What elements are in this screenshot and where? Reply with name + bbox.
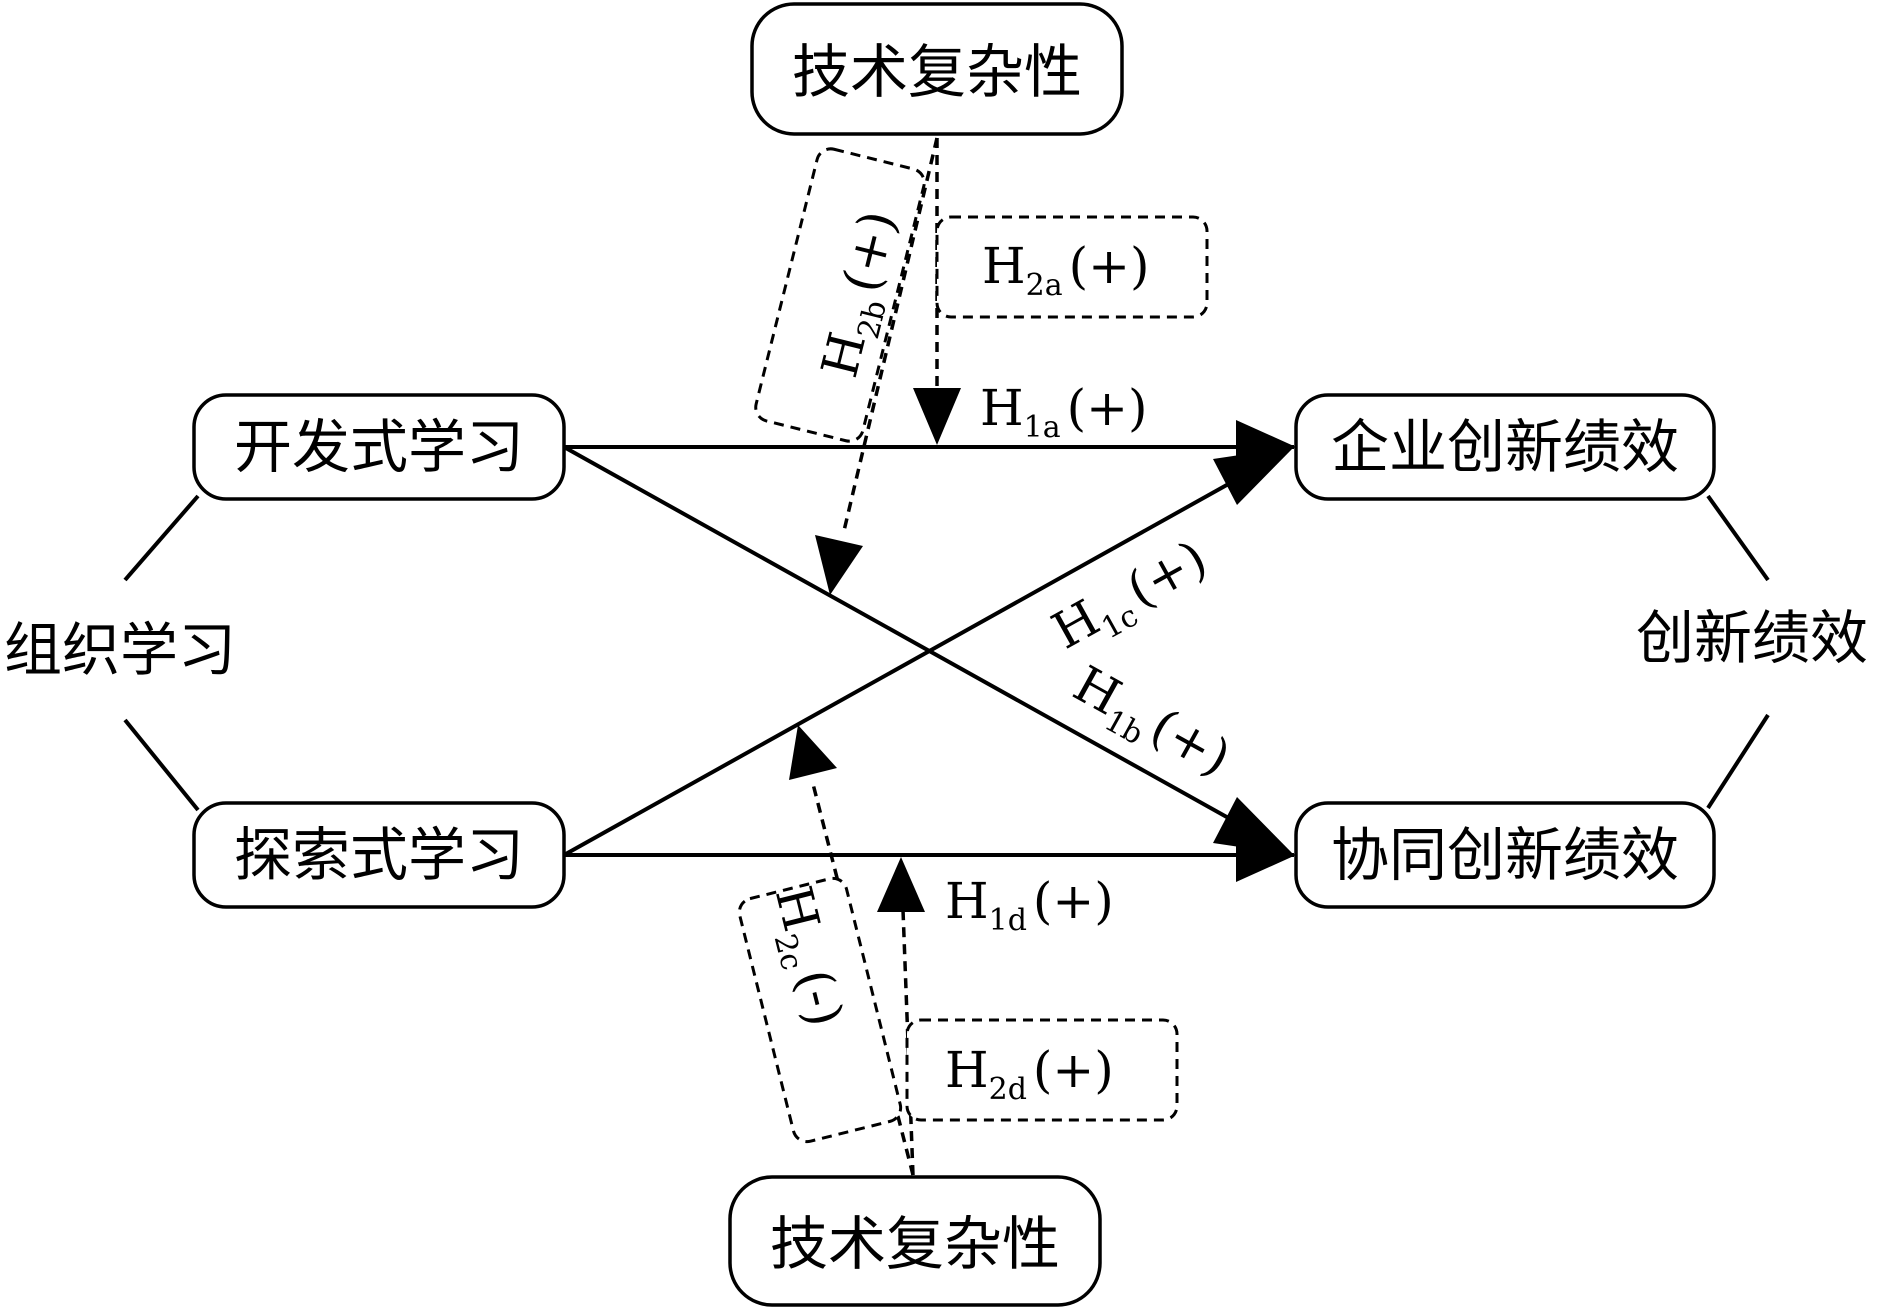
path-h1c-line	[563, 470, 1251, 857]
svg-text:H1a(+): H1a(+)	[980, 379, 1148, 445]
h2a-label: H2a(+)	[982, 237, 1150, 303]
path-h1d-arrowhead	[1236, 828, 1296, 882]
collab-innovation-perf-box	[1294, 801, 1716, 909]
exploratory-learning-box	[192, 801, 566, 909]
moderation-h2b-arrowhead	[815, 535, 863, 595]
firm-innovation-perf-label: 企业创新绩效	[1331, 413, 1679, 481]
h2b-dashed-box	[754, 147, 926, 443]
path-h1b-arrowhead	[1213, 797, 1294, 855]
innovation-perf-connector-lower	[1706, 713, 1770, 810]
org-learning-label: 组织学习	[4, 616, 236, 684]
tech-complexity-top-box	[750, 2, 1124, 136]
org-learning-connector-upper	[123, 494, 200, 582]
path-h1c-arrowhead	[1213, 447, 1294, 505]
h1d-label: H1d(+)	[945, 872, 1114, 938]
innovation-perf-connector-upper	[1706, 494, 1770, 582]
tech-complexity-bottom-box	[728, 1175, 1102, 1307]
exploratory-learning-label: 探索式学习	[234, 821, 524, 889]
tech-complexity-bottom-label: 技术复杂性	[770, 1210, 1060, 1278]
firm-innovation-perf-box	[1294, 393, 1716, 501]
h2c-dashed-box	[737, 876, 903, 1144]
svg-text:H2a(+): H2a(+)	[982, 237, 1150, 303]
svg-text:H1d(+): H1d(+)	[945, 872, 1114, 938]
path-h1b-line	[563, 445, 1251, 832]
moderation-h2d-arrowhead	[877, 857, 925, 912]
svg-text:H1c(+): H1c(+)	[1043, 529, 1221, 667]
org-learning-connector-lower	[123, 718, 200, 812]
h2d-dashed-box	[905, 1018, 1179, 1122]
svg-text:H2d(+): H2d(+)	[945, 1041, 1114, 1107]
exploitative-learning-label: 开发式学习	[234, 413, 524, 481]
h2a-dashed-box	[935, 215, 1209, 319]
exploitative-learning-box	[192, 393, 566, 501]
moderation-h2c-arrowhead	[789, 725, 837, 780]
h2d-label: H2d(+)	[945, 1041, 1114, 1107]
collab-innovation-perf-label: 协同创新绩效	[1331, 821, 1679, 889]
innovation-perf-label: 创新绩效	[1636, 604, 1868, 672]
moderation-h2a-arrowhead	[913, 388, 961, 445]
tech-complexity-top-label: 技术复杂性	[792, 38, 1082, 106]
h1c-label: H1c(+)	[1043, 529, 1221, 667]
h1a-label: H1a(+)	[980, 379, 1148, 445]
